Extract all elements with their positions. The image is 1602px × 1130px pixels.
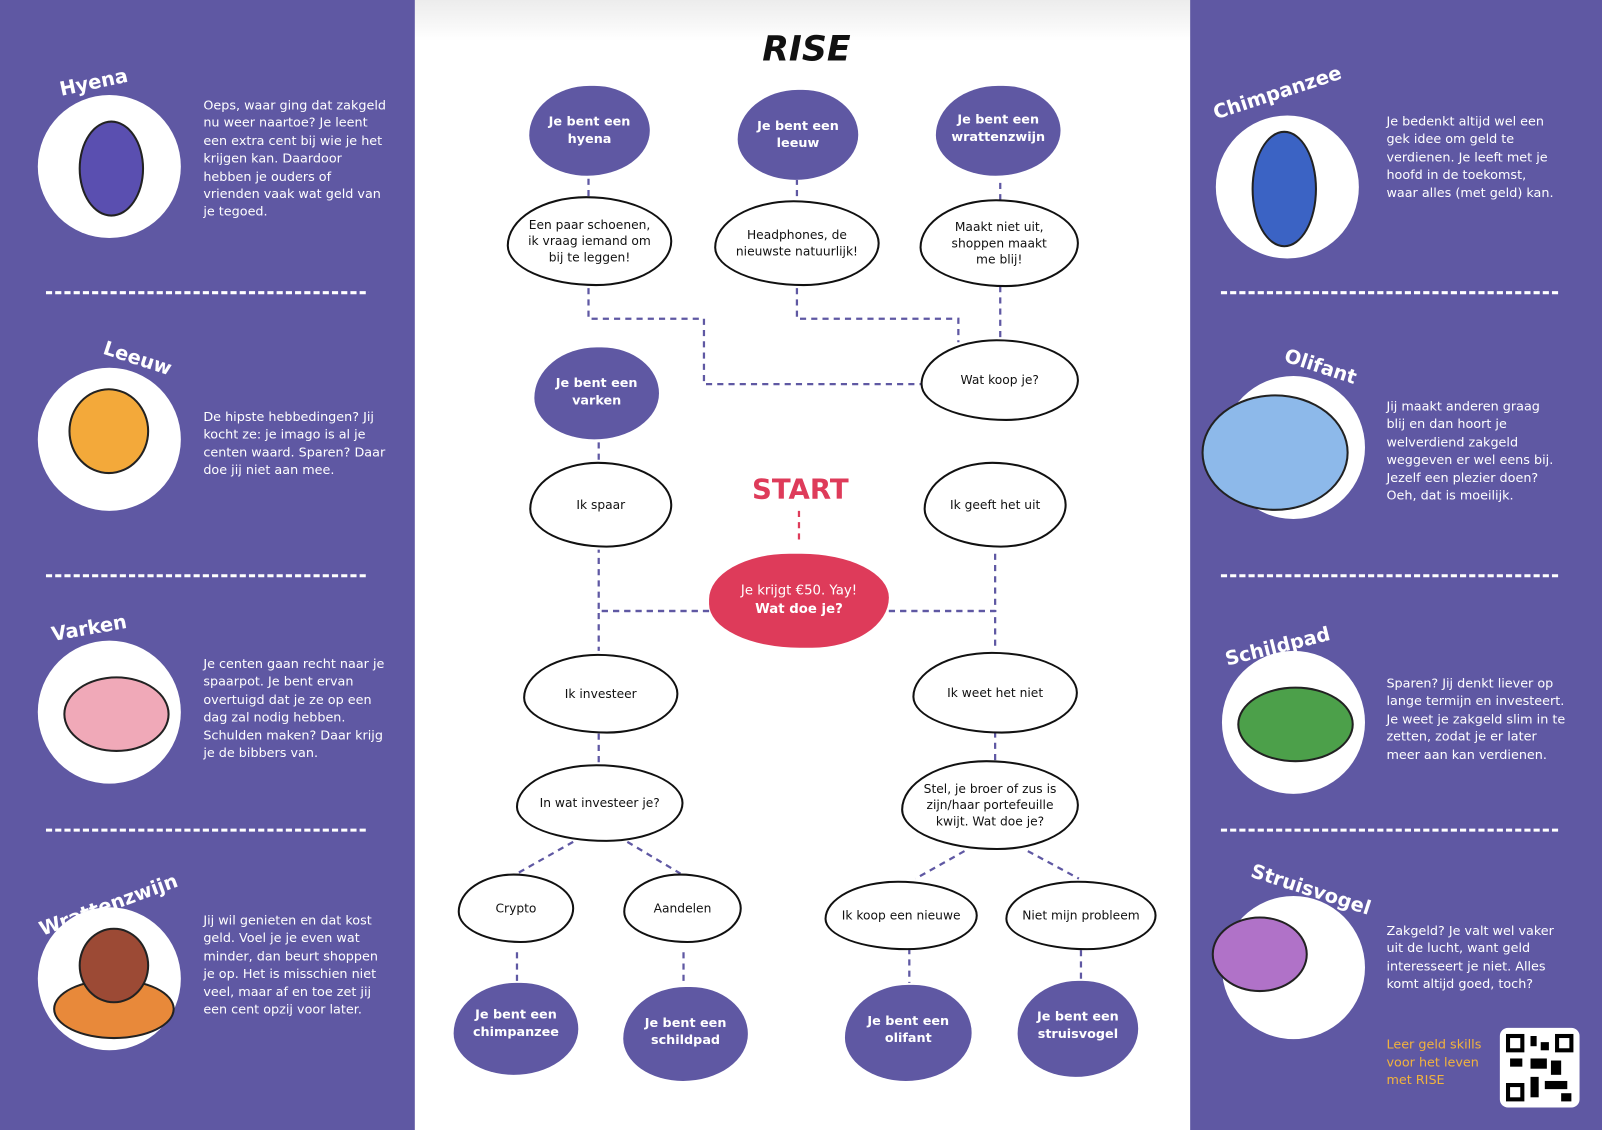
divider: [45, 574, 366, 578]
result-hyena: Je bent een hyena: [529, 85, 650, 176]
promo-text: Leer geld skills voor het leven met RISE: [1386, 1036, 1482, 1088]
connectors: [515, 175, 1083, 983]
leeuw-description: De hipste hebbedingen? Jij kocht ze: je …: [203, 408, 386, 478]
node-weet-niet: Ik weet het niet: [912, 651, 1078, 734]
varken-description: Je centen gaan recht naar je spaarpot. J…: [203, 655, 385, 761]
node-investeer: Ik investeer: [523, 653, 679, 734]
leeuw-illustration: [37, 367, 181, 511]
start-node: Je krijgt €50. Yay! Wat doe je?: [709, 553, 889, 648]
struisvogel-description: Zakgeld? Je valt wel vaker uit de lucht,…: [1386, 922, 1554, 992]
wrattenzwijn-illustration: [37, 907, 181, 1051]
result-leeuw: Je bent een leeuw: [737, 89, 859, 180]
schildpad-description: Sparen? Jij denkt liever op lange termij…: [1386, 675, 1566, 762]
node-crypto: Crypto: [457, 873, 575, 944]
struisvogel-illustration: [1211, 896, 1365, 1040]
result-varken: Je bent een varken: [534, 347, 659, 440]
title: RISE: [762, 28, 851, 70]
varken-illustration: [37, 640, 181, 784]
olifant-illustration: [1201, 375, 1365, 520]
schildpad-illustration: [1221, 650, 1365, 794]
hyena-description: Oeps, waar ging dat zakgeld nu weer naar…: [203, 97, 386, 220]
node-probleem: Niet mijn probleem: [1005, 880, 1157, 951]
divider: [1220, 574, 1559, 578]
node-wat-koop: Wat koop je?: [920, 339, 1079, 421]
hyena-illustration: [37, 95, 181, 239]
divider: [1220, 291, 1559, 295]
divider: [1220, 828, 1559, 832]
node-in-wat: In wat investeer je?: [515, 764, 684, 842]
node-headphones: Headphones, de nieuwste natuurlijk!: [714, 200, 880, 287]
left-panel: Hyena Oeps, waar ging dat zakgeld nu wee…: [0, 0, 415, 1130]
node-broer: Stel, je broer of zus is zijn/haar porte…: [901, 760, 1079, 851]
node-geeft: Ik geeft het uit: [923, 461, 1067, 548]
node-nieuwe: Ik koop een nieuwe: [824, 880, 978, 951]
start-label: START: [751, 474, 849, 506]
node-schoenen: Een paar schoenen, ik vraag iemand om bi…: [506, 196, 673, 287]
divider: [45, 291, 366, 295]
flowchart: RISE Je bent een hyena Je bent een leeuw…: [414, 0, 1191, 1130]
result-wrattenzwijn: Je bent een wrattenzwijn: [935, 85, 1061, 176]
start-line2: Wat doe je?: [755, 601, 843, 618]
divider: [45, 828, 366, 832]
node-aandelen: Aandelen: [623, 873, 742, 944]
result-schildpad: Je bent een schildpad: [623, 986, 748, 1081]
result-struisvogel: Je bent een struisvogel: [1017, 980, 1139, 1077]
result-olifant: Je bent een olifant: [844, 984, 972, 1081]
chimpanzee-description: Je bedenkt altijd wel een gek idee om ge…: [1386, 113, 1554, 200]
chimpanzee-illustration: [1215, 115, 1359, 259]
node-shoppen: Maakt niet uit, shoppen maakt me blij!: [919, 199, 1079, 288]
wrattenzwijn-description: Jij wil genieten en dat kost geld. Voel …: [203, 912, 378, 1017]
node-spaar: Ik spaar: [529, 461, 673, 548]
start-line1: Je krijgt €50. Yay!: [740, 583, 858, 599]
result-chimpanzee: Je bent een chimpanzee: [453, 982, 579, 1075]
qr-code[interactable]: [1499, 1027, 1580, 1108]
olifant-description: Jij maakt anderen graag blij en dan hoor…: [1386, 398, 1554, 503]
